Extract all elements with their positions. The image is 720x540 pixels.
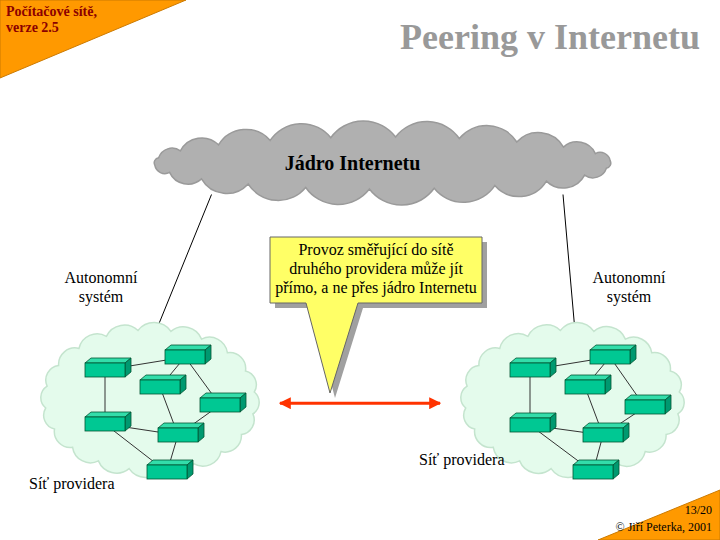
router-box [625, 400, 665, 414]
core-cloud: Jádro Internetu [145, 128, 620, 198]
router-box [85, 417, 125, 431]
router-box [140, 380, 180, 394]
router-box [510, 363, 550, 377]
router-top [85, 358, 131, 363]
router-top [158, 423, 204, 428]
router-side [630, 345, 636, 364]
router-side [623, 423, 629, 442]
cloud-title: Jádro Internetu [145, 128, 620, 198]
router-side [665, 395, 671, 414]
router-side [205, 345, 211, 364]
router-top [510, 358, 556, 363]
router-side [198, 423, 204, 442]
course-label: Počítačové sítě, verze 2.5 [6, 4, 128, 36]
connection-line [155, 195, 212, 335]
router-side [125, 412, 131, 431]
router-top [165, 345, 211, 350]
system-label: Autonomní systém [573, 268, 685, 306]
router-box [158, 428, 198, 442]
router-box [573, 465, 613, 479]
router-box [510, 418, 550, 432]
router-box [147, 465, 187, 479]
router-side [187, 460, 193, 479]
router-top [140, 375, 186, 380]
cloud-shape [41, 323, 259, 478]
router-network [35, 320, 265, 480]
router-box [583, 428, 623, 442]
system-label: Autonomní systém [45, 268, 157, 306]
router-box [200, 398, 240, 412]
router-side [613, 460, 619, 479]
router-box [85, 363, 125, 377]
router-top [625, 395, 671, 400]
corner-triangle [0, 0, 186, 78]
network-label: Síť providera [29, 474, 121, 493]
router-top [583, 423, 629, 428]
router-top [590, 345, 636, 350]
provider-cloud: Autonomní systémSíť providera [35, 320, 265, 480]
peering-arrow [280, 402, 440, 405]
router-box [165, 350, 205, 364]
router-top [200, 393, 246, 398]
router-box [565, 380, 605, 394]
router-side [550, 358, 556, 377]
callout-box: Provoz směřující do sítě druhého provide… [270, 237, 482, 303]
router-side [605, 375, 611, 394]
slide-number: 13/20 [685, 503, 712, 518]
network-label: Síť providera [419, 450, 511, 469]
copyright-note: © Jiří Peterka, 2001 [616, 520, 712, 535]
router-side [550, 413, 556, 432]
router-top [85, 412, 131, 417]
provider-cloud: Autonomní systémSíť providera [455, 320, 690, 480]
router-top [565, 375, 611, 380]
router-top [510, 413, 556, 418]
router-box [590, 350, 630, 364]
router-side [240, 393, 246, 412]
callout-shape [270, 237, 482, 393]
callout-text: Provoz směřující do sítě druhého provide… [270, 237, 482, 303]
router-side [125, 358, 131, 377]
router-top [573, 460, 619, 465]
connection-line [563, 195, 575, 330]
router-top [147, 460, 193, 465]
router-side [180, 375, 186, 394]
slide-title: Peering v Internetu [400, 16, 700, 58]
corner-triangle [598, 490, 720, 540]
